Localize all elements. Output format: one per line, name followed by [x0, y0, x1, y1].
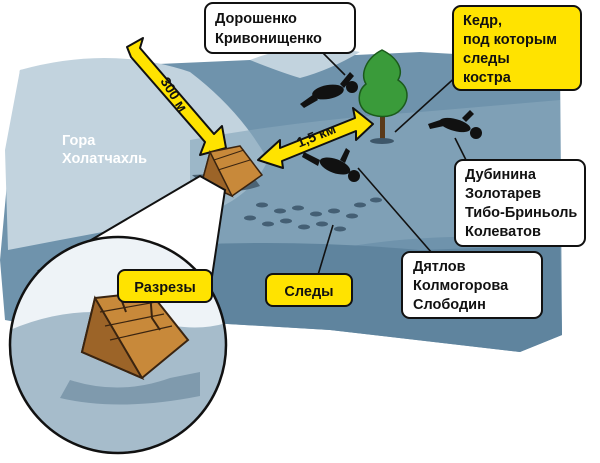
mountain-label-line2: Холатчахль: [62, 151, 147, 167]
name-dubinina: Дубинина: [465, 167, 537, 183]
cedar-note-line3: следы: [463, 51, 510, 67]
callout-tracks: Следы: [265, 273, 353, 307]
tent-icon: [80, 290, 190, 381]
name-doroshenko: Дорошенко: [215, 11, 297, 27]
callout-cedar-note: Кедр, под которым следы костра: [452, 5, 582, 91]
callout-ravine-group: Дубинина Золотарев Тибо-Бриньоль Колеват…: [454, 159, 586, 247]
body-silhouette-icon: [302, 148, 360, 182]
body-silhouette-icon: [428, 110, 482, 139]
callout-slope-group: Дятлов Колмогорова Слободин: [401, 251, 543, 319]
name-kolmogorova: Колмогорова: [413, 278, 509, 294]
name-thibeaux-brignolles: Тибо-Бриньоль: [465, 205, 577, 221]
body-silhouettes: [300, 72, 482, 182]
tent-icon: [192, 145, 264, 198]
tracks-label: Следы: [284, 284, 333, 300]
name-krivonischenko: Кривонищенко: [215, 31, 322, 47]
name-dyatlov: Дятлов: [413, 259, 466, 275]
name-slobodin: Слободин: [413, 297, 486, 313]
name-zolotarev: Золотарев: [465, 186, 541, 202]
cuts-label: Разрезы: [134, 280, 195, 296]
snow-ridge: [250, 47, 360, 78]
cedar-note-line4: костра: [463, 70, 512, 86]
cedar-tree-icon: [358, 49, 408, 144]
footprints-icon: [244, 197, 382, 232]
callout-cuts: Разрезы: [117, 269, 213, 303]
body-silhouette-icon: [300, 72, 358, 108]
cedar-note-line2: под которым: [463, 32, 557, 48]
cedar-note-line1: Кедр,: [463, 13, 502, 29]
mountain-label-line1: Гора: [62, 133, 96, 149]
callout-cedar-group: Дорошенко Кривонищенко: [204, 2, 356, 54]
name-kolevatov: Колеватов: [465, 224, 541, 240]
